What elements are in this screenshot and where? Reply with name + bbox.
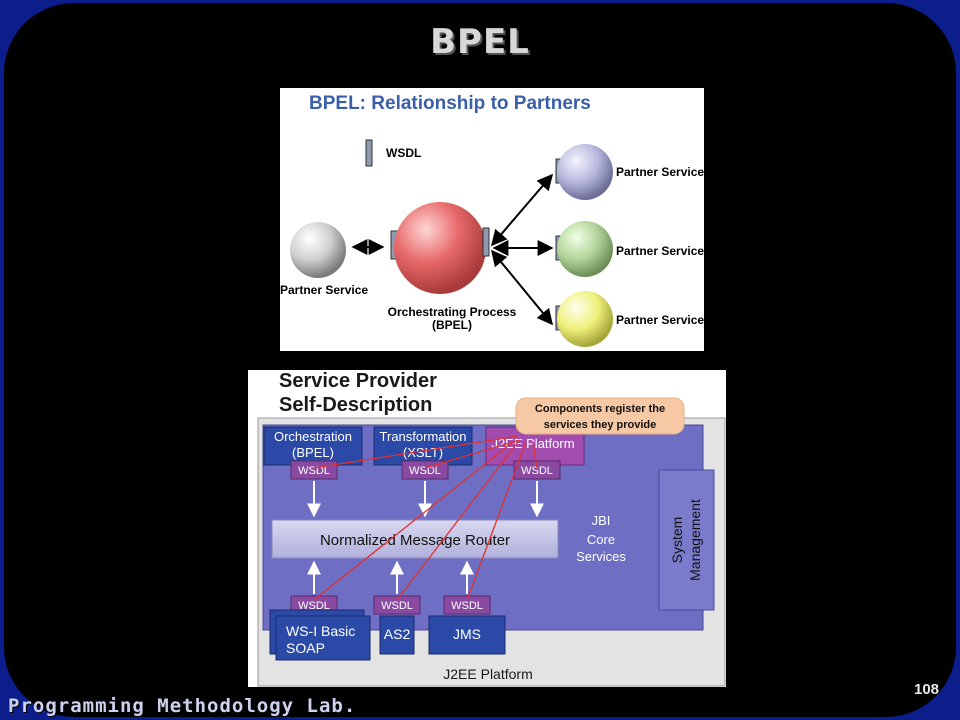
wsdl-tag-orchestration-label: WSDL: [298, 465, 330, 477]
wsdl-tag-jms: [443, 595, 491, 615]
center-label-line2: (BPEL): [432, 318, 472, 332]
callout-line1: Components register the: [535, 403, 665, 415]
orchestration-line2: (BPEL): [292, 445, 334, 460]
soap-line2: SOAP: [286, 640, 325, 656]
partner-3-label: Partner Service: [616, 313, 704, 327]
jbi-architecture-diagram: Service Provider Self-Description J2EE P…: [248, 370, 726, 687]
wsdl-tag-j2ee: [513, 460, 561, 480]
callout-line2: services they provide: [544, 419, 657, 431]
wsdl-tag-jms-label: WSDL: [451, 600, 483, 612]
soap-line1: WS-I Basic: [286, 623, 355, 639]
left-partner-sphere: [290, 222, 346, 278]
registration-callout: [515, 397, 685, 435]
wsdl-legend-icon: [365, 139, 373, 167]
wsdl-legend-label: WSDL: [386, 146, 421, 160]
router-label: Normalized Message Router: [320, 532, 510, 549]
page-number: 108: [914, 681, 940, 698]
diagram2-heading-line2: Self-Description: [279, 394, 432, 416]
orchestrating-process-sphere: [394, 202, 486, 294]
core-services-line2: Core: [587, 532, 615, 547]
wsdl-tag-soap-label: WSDL: [298, 600, 330, 612]
partner-3-sphere: [557, 291, 613, 347]
left-partner-label: Partner Service: [280, 283, 368, 297]
as2-label: AS2: [384, 626, 411, 642]
bpel-partners-diagram: BPEL: Relationship to Partners WSDL Part…: [280, 88, 704, 351]
system-management-box: [658, 469, 715, 611]
component-jms: [428, 615, 506, 655]
arrow-to-partner-1: [490, 173, 554, 247]
system-management-line2: Management: [687, 499, 703, 581]
wsdl-tag-orchestration: [290, 460, 338, 480]
wsdl-tag-as2: [373, 595, 421, 615]
wsdl-tag-j2ee-label: WSDL: [521, 465, 553, 477]
orchestration-line1: Orchestration: [274, 429, 352, 444]
slide-title: BPEL: [430, 22, 530, 62]
component-as2: [379, 615, 415, 655]
component-orchestration: [263, 426, 363, 466]
diagram1-heading: BPEL: Relationship to Partners: [309, 93, 591, 114]
core-services-line1: JBI: [592, 513, 611, 528]
wsdl-tag-transformation: [401, 460, 449, 480]
partner-2-label: Partner Service: [616, 244, 704, 258]
center-wsdl-port-right: [482, 227, 490, 257]
core-services-line3: Services: [576, 549, 626, 564]
transformation-line1: Transformation: [380, 429, 467, 444]
j2ee-platform-label: J2EE Platform: [443, 666, 532, 682]
system-management-line1: System: [669, 517, 685, 564]
registration-links: [313, 435, 538, 601]
center-label-line1: Orchestrating Process: [388, 305, 517, 319]
partner-1-label: Partner Service: [616, 165, 704, 179]
footer-lab-name: Programming Methodology Lab.: [8, 695, 357, 717]
wsdl-tag-as2-label: WSDL: [381, 600, 413, 612]
partner-2-sphere: [557, 221, 613, 277]
wsdl-tag-transformation-label: WSDL: [409, 465, 441, 477]
component-ws-i-soap: [275, 615, 371, 661]
partner-1-sphere: [557, 144, 613, 200]
normalized-message-router: [271, 519, 559, 559]
diagram2-heading-line1: Service Provider: [279, 370, 437, 392]
arrow-to-partner-3: [490, 249, 554, 326]
jms-label: JMS: [453, 626, 481, 642]
